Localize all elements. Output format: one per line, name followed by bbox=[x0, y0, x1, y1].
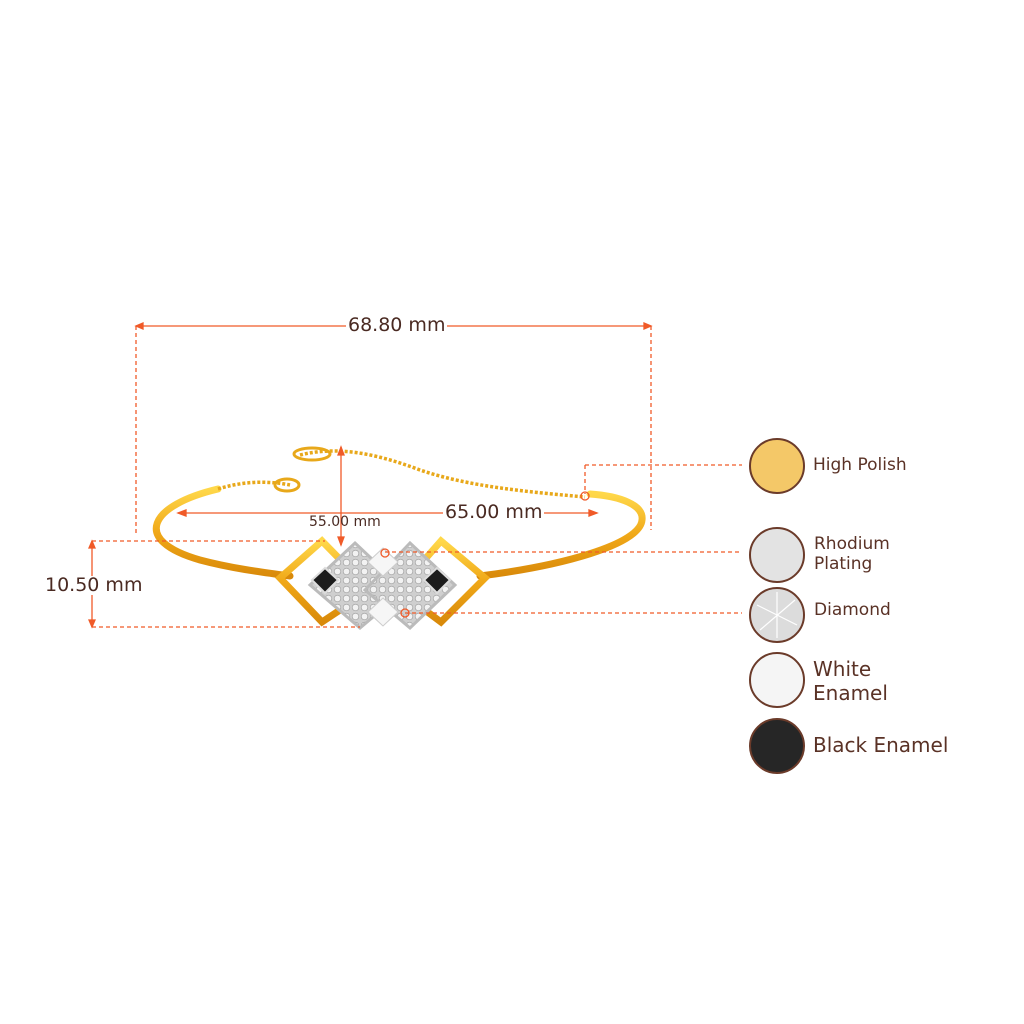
legend-diamond: Diamond bbox=[814, 600, 891, 620]
legend-black-enamel: Black Enamel bbox=[813, 733, 949, 757]
overall-width-label: 68.80 mm bbox=[346, 314, 448, 336]
chain-left bbox=[217, 480, 291, 491]
legend-high-polish: High Polish bbox=[813, 455, 907, 475]
swatch-rhodium-plating bbox=[749, 527, 805, 583]
pendant-motif bbox=[274, 536, 491, 631]
swatch-black-enamel bbox=[749, 718, 805, 774]
diamond-facets-icon bbox=[756, 592, 798, 638]
legend-rhodium-line1: Rhodium bbox=[814, 534, 890, 554]
swatch-white-enamel bbox=[749, 652, 805, 708]
motif-height-label: 10.50 mm bbox=[43, 574, 145, 596]
swatch-high-polish bbox=[749, 438, 805, 494]
legend-white-line2: Enamel bbox=[813, 681, 888, 705]
inner-width-label: 65.00 mm bbox=[443, 501, 545, 523]
legend-rhodium-line2: Plating bbox=[814, 554, 873, 574]
lobster-clasp bbox=[292, 446, 332, 462]
jump-ring bbox=[273, 477, 301, 493]
legend-swatches bbox=[749, 438, 805, 774]
bangle-band bbox=[152, 485, 646, 580]
chain bbox=[299, 449, 586, 499]
legend-white-line1: White bbox=[813, 657, 872, 681]
inner-height-label: 55.00 mm bbox=[309, 514, 381, 530]
